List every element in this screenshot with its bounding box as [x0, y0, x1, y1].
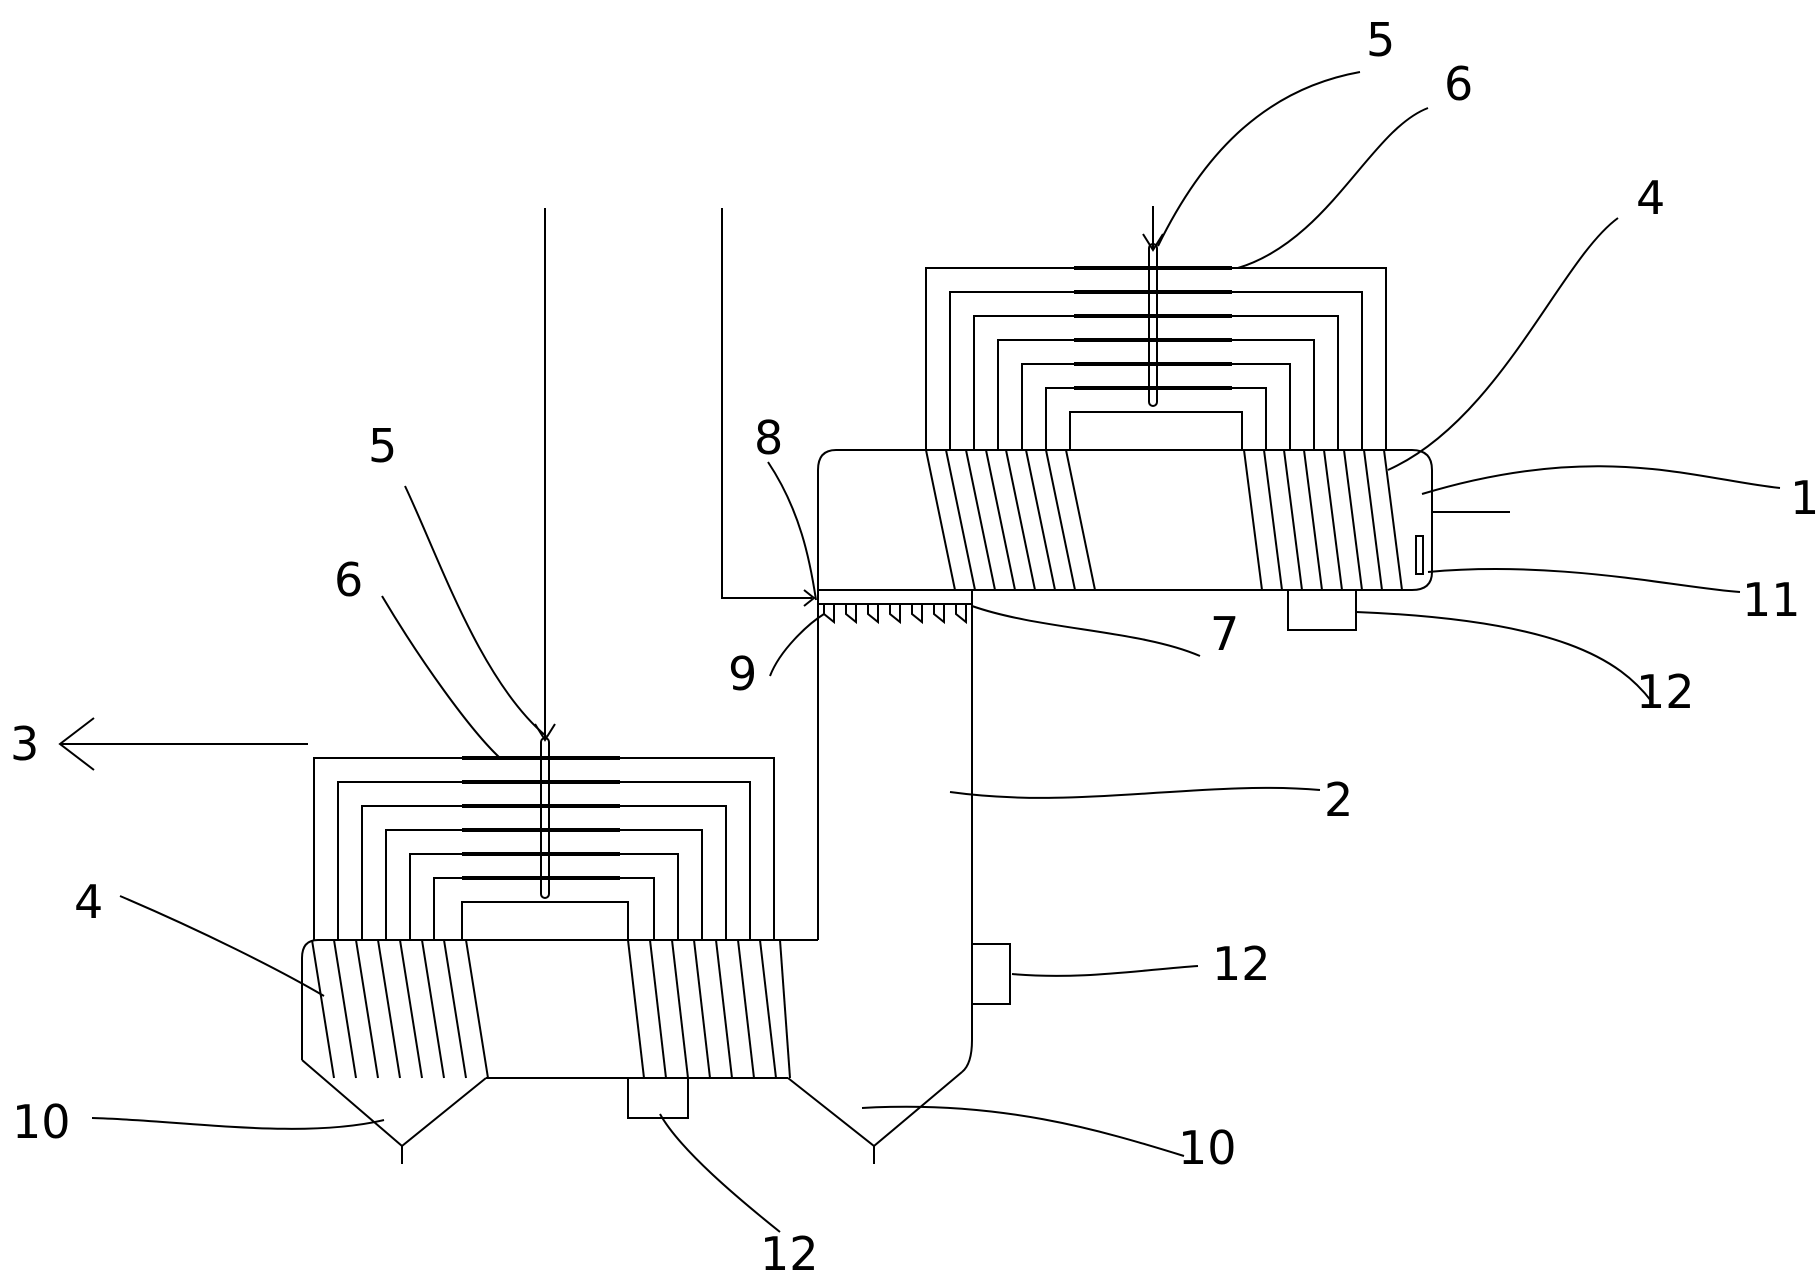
upper-drum-coil	[925, 449, 1403, 591]
left-hopper	[301, 1059, 487, 1148]
label-10-left: 10	[12, 1095, 71, 1149]
label-11: 11	[1742, 573, 1801, 627]
label-1: 1	[1790, 471, 1819, 525]
label-2: 2	[1324, 773, 1353, 827]
label-10-right: 10	[1178, 1121, 1237, 1175]
label-3: 3	[10, 717, 39, 771]
vertical-drum-side-block	[971, 943, 1011, 1005]
feed-arrow-head	[803, 589, 816, 607]
upper-heater-frames	[925, 206, 1387, 450]
label-7: 7	[1210, 607, 1239, 661]
upper-drum-bottom-block	[1287, 589, 1357, 631]
right-hopper	[787, 1071, 963, 1148]
label-12-upper: 12	[1636, 665, 1695, 719]
label-6-upper: 6	[1444, 57, 1473, 111]
upper-drum	[817, 449, 1510, 631]
upper-probe-arrow-head	[1142, 233, 1164, 252]
vertical-drum	[787, 604, 1011, 1164]
label-8: 8	[754, 411, 783, 465]
upper-drum-sensor	[1415, 535, 1424, 575]
nozzle-channel	[817, 590, 973, 625]
leader-lines	[91, 71, 1781, 1233]
label-12-side: 12	[1212, 937, 1271, 991]
nozzles	[823, 604, 967, 625]
outlet-arrow	[58, 717, 308, 771]
label-4-lower: 4	[74, 875, 103, 929]
lower-drum	[301, 939, 818, 1164]
top-feed-pipe	[721, 208, 816, 607]
lower-heater-frames	[313, 208, 775, 940]
label-6-lower: 6	[334, 553, 363, 607]
label-5-lower: 5	[368, 419, 397, 473]
upper-drum-body	[817, 449, 1433, 591]
lower-drum-bottom-block	[627, 1077, 689, 1119]
upper-heater-bars	[1074, 266, 1232, 390]
lower-probe	[540, 737, 550, 899]
labels: 5 6 4 1 11 12 8 7 9 2 3 5 6 4 12 10 10 1…	[10, 13, 1819, 1281]
lower-drum-coil	[311, 939, 791, 1079]
label-9: 9	[728, 647, 757, 701]
label-4-upper: 4	[1636, 171, 1665, 225]
label-12-bottom: 12	[760, 1227, 819, 1281]
label-5-upper: 5	[1366, 13, 1395, 67]
lower-drum-body	[301, 939, 818, 1060]
